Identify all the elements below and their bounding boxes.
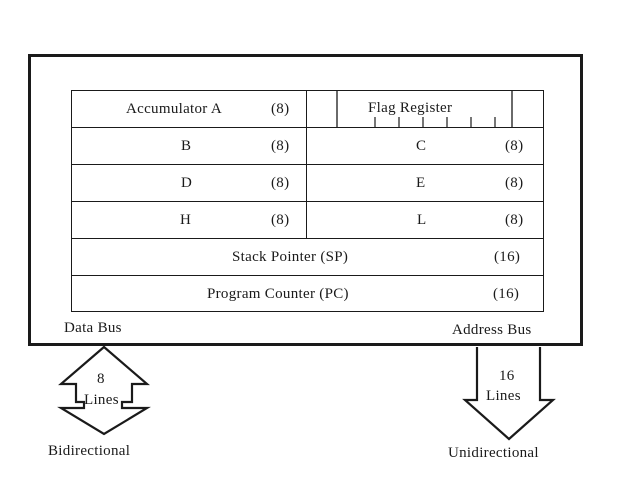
- register-c-cell: C (8): [307, 128, 543, 164]
- register-row-program-counter: Program Counter (PC) (16): [72, 276, 543, 313]
- register-d-label: D: [181, 175, 193, 191]
- register-e-size: (8): [505, 175, 524, 191]
- register-row-stack-pointer: Stack Pointer (SP) (16): [72, 239, 543, 276]
- accumulator-size: (8): [271, 101, 290, 117]
- address-bus-direction: Unidirectional: [448, 445, 539, 461]
- register-b-label: B: [181, 138, 192, 154]
- register-c-size: (8): [505, 138, 524, 154]
- register-l-size: (8): [505, 212, 524, 228]
- register-row-hl: H (8) L (8): [72, 202, 543, 239]
- register-h-cell: H (8): [72, 202, 307, 238]
- flag-register-bits: [336, 91, 513, 128]
- register-e-label: E: [416, 175, 426, 191]
- register-row-de: D (8) E (8): [72, 165, 543, 202]
- program-counter-label: Program Counter (PC): [207, 286, 349, 302]
- accumulator-cell: Accumulator A (8): [72, 91, 307, 127]
- register-l-label: L: [417, 212, 427, 228]
- register-h-label: H: [180, 212, 192, 228]
- register-h-size: (8): [271, 212, 290, 228]
- register-d-cell: D (8): [72, 165, 307, 201]
- register-c-label: C: [416, 138, 427, 154]
- program-counter-size: (16): [493, 286, 520, 302]
- register-b-cell: B (8): [72, 128, 307, 164]
- address-bus-label: Address Bus: [452, 322, 532, 338]
- stack-pointer-label: Stack Pointer (SP): [232, 249, 349, 265]
- register-row-bc: B (8) C (8): [72, 128, 543, 165]
- flag-register-cell: Flag Register: [307, 91, 543, 128]
- register-l-cell: L (8): [307, 202, 543, 238]
- flag-register-label: Flag Register: [368, 100, 453, 116]
- data-bus-line-count: 8: [97, 371, 105, 387]
- cpu-outline: [28, 54, 583, 346]
- data-bus-label: Data Bus: [64, 320, 122, 336]
- data-bus-line-unit: Lines: [84, 392, 119, 408]
- address-bus-arrow-icon: [462, 347, 556, 441]
- data-bus-arrow-icon: [57, 345, 151, 436]
- data-bus-direction: Bidirectional: [48, 443, 131, 459]
- address-bus-line-count: 16: [499, 368, 515, 384]
- register-row-accumulator: Accumulator A (8) Flag Register: [72, 91, 543, 128]
- register-e-cell: E (8): [307, 165, 543, 201]
- register-d-size: (8): [271, 175, 290, 191]
- address-bus-line-unit: Lines: [486, 388, 521, 404]
- accumulator-label: Accumulator A: [126, 101, 222, 117]
- stack-pointer-size: (16): [494, 249, 521, 265]
- register-b-size: (8): [271, 138, 290, 154]
- register-block: Accumulator A (8) Flag Register B (8) C: [71, 90, 544, 312]
